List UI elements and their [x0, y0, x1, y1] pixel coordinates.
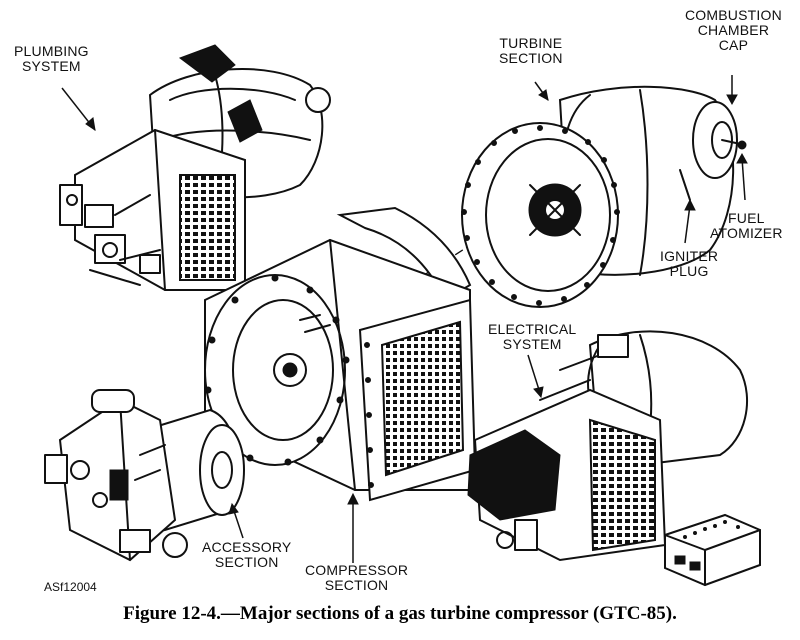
plumbing-system-assembly [59, 44, 331, 291]
fuel-atomizer-leader [741, 157, 746, 201]
electrical-system-assembly [467, 330, 761, 587]
turbine-section-assembly [461, 85, 747, 308]
igniter-leader [684, 204, 691, 244]
accessory-section-assembly [44, 389, 245, 562]
figure-code: ASf12004 [44, 580, 97, 594]
leader-lines [61, 75, 748, 563]
figure-caption: Figure 12-4.—Major sections of a gas tur… [123, 603, 677, 624]
electrical-leader [527, 354, 541, 394]
